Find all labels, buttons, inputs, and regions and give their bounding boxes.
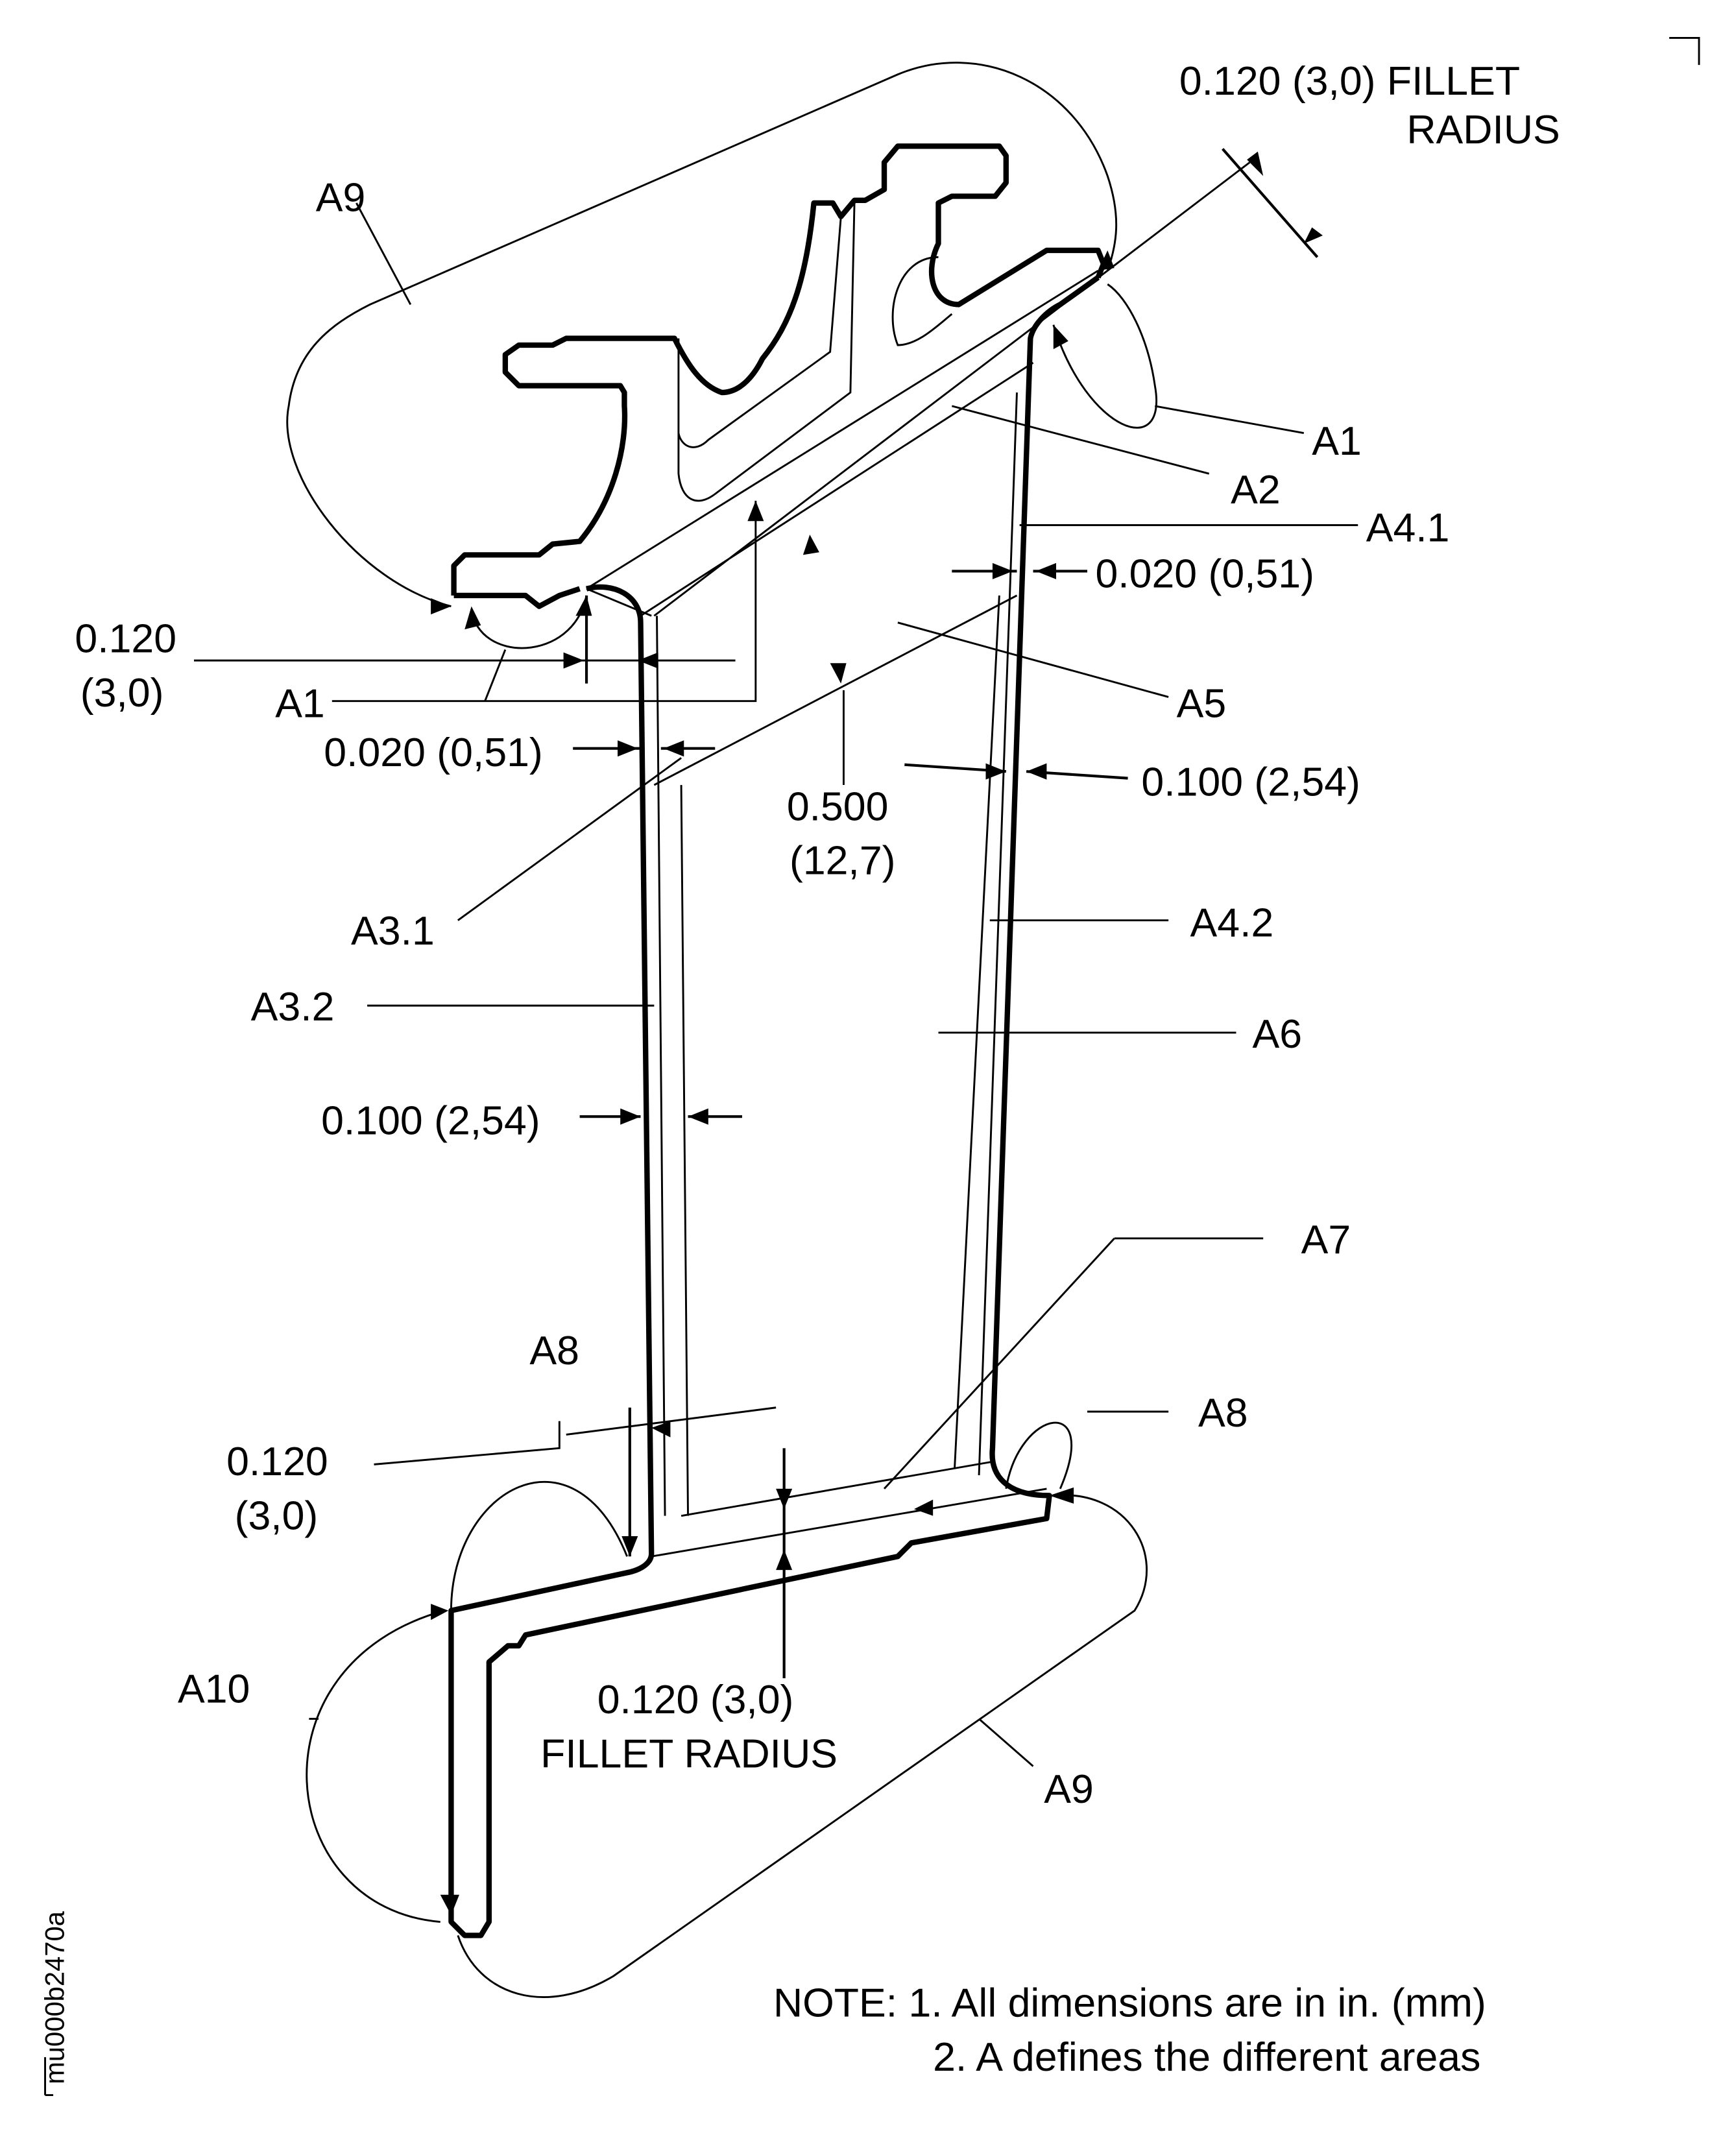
a6-label: A6 bbox=[1253, 1011, 1303, 1057]
dim-120-bottom-label-2: (3,0) bbox=[235, 1493, 319, 1539]
leader-lines bbox=[194, 202, 1358, 1767]
a4-1-label: A4.1 bbox=[1366, 505, 1450, 551]
platform-lines bbox=[586, 162, 1251, 786]
figure-id: mu000b2470a bbox=[40, 1910, 70, 2084]
fillet-bottom-label-2: FILLET RADIUS bbox=[540, 1731, 838, 1777]
figure-id-bracket bbox=[44, 2057, 54, 2097]
a1-left-arc bbox=[470, 595, 588, 649]
a5-label: A5 bbox=[1177, 681, 1227, 727]
dim-100-left-label: 0.100 (2,54) bbox=[321, 1098, 540, 1143]
dim-020-right-label: 0.020 (0,51) bbox=[1095, 551, 1314, 596]
fillet-bottom-label: 0.120 (3,0) bbox=[597, 1677, 794, 1722]
a10-arc bbox=[306, 1609, 445, 1923]
a1-right-arc bbox=[1052, 283, 1157, 429]
a2-label: A2 bbox=[1231, 467, 1281, 512]
a9-bottom-label: A9 bbox=[1044, 1766, 1094, 1812]
a8-right-arc bbox=[1005, 1421, 1073, 1489]
a4-2-label: A4.2 bbox=[1190, 900, 1274, 946]
a3-1-label: A3.1 bbox=[351, 908, 435, 954]
dim-120-left-label: 0.120 bbox=[75, 616, 176, 662]
dim-100-right-label: 0.100 (2,54) bbox=[1141, 760, 1360, 805]
airfoil-inner-lines bbox=[651, 392, 1047, 1558]
dim-120-bottom-label: 0.120 bbox=[226, 1439, 328, 1484]
a1-left-label: A1 bbox=[275, 681, 325, 727]
a9-top-envelope bbox=[286, 62, 1118, 608]
a3-2-label: A3.2 bbox=[251, 984, 335, 1030]
a8-left-arc bbox=[450, 1480, 628, 1611]
a9-bottom-envelope bbox=[457, 1494, 1148, 1998]
a8-right-label: A8 bbox=[1198, 1390, 1248, 1436]
note-line-2: 2. A defines the different areas bbox=[933, 2034, 1480, 2080]
fillet-top-label-2: RADIUS bbox=[1406, 107, 1560, 152]
airfoil-outline bbox=[448, 275, 1100, 1938]
a10-label: A10 bbox=[178, 1667, 250, 1712]
corner-mark bbox=[1669, 36, 1700, 66]
a8-left-label: A8 bbox=[529, 1328, 579, 1373]
blade-root-outline bbox=[451, 143, 1107, 609]
a1-right-label: A1 bbox=[1312, 418, 1362, 464]
arrowheads bbox=[431, 151, 1323, 1916]
dim-020-left-label: 0.020 (0,51) bbox=[324, 730, 542, 775]
dim-500-label-2: (12,7) bbox=[790, 838, 895, 884]
a7-label: A7 bbox=[1301, 1217, 1351, 1262]
dim-500-label: 0.500 bbox=[787, 784, 889, 829]
root-inner-lines bbox=[677, 200, 953, 502]
dim-120-left-label-2: (3,0) bbox=[80, 670, 164, 716]
note-line-1: NOTE: 1. All dimensions are in in. (mm) bbox=[773, 1981, 1486, 2026]
fillet-top-label: 0.120 (3,0) FILLET bbox=[1179, 58, 1520, 104]
a9-top-label: A9 bbox=[316, 175, 366, 220]
